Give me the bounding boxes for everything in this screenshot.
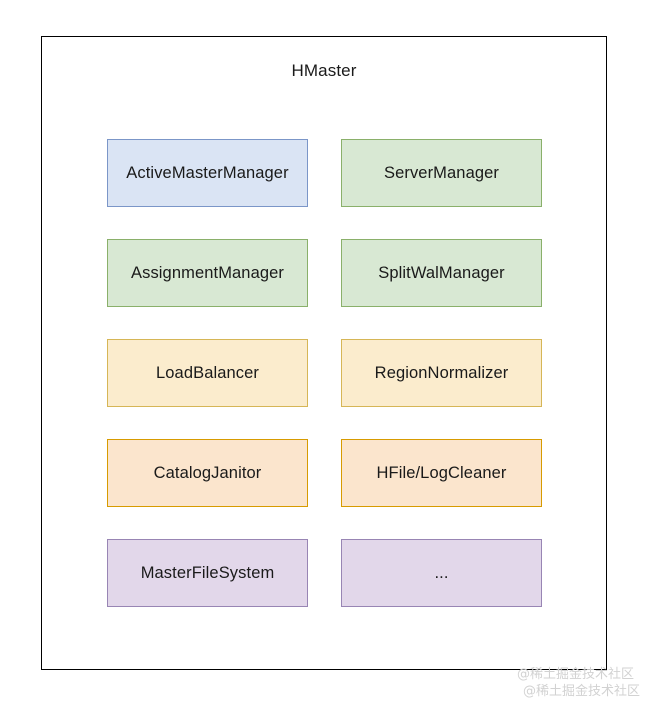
component-box[interactable]: CatalogJanitor [107,439,308,507]
component-label: HFile/LogCleaner [376,463,507,482]
component-box[interactable]: ActiveMasterManager [107,139,308,207]
component-box[interactable]: ServerManager [341,139,542,207]
component-box[interactable]: MasterFileSystem [107,539,308,607]
component-box[interactable]: SplitWalManager [341,239,542,307]
component-label: ServerManager [383,163,500,182]
component-label: RegionNormalizer [374,363,509,382]
component-label: LoadBalancer [155,363,260,382]
component-label: ... [434,563,449,582]
component-label: ActiveMasterManager [126,163,289,182]
watermark: @稀土掘金技术社区 @稀土掘金技术社区 [516,666,640,700]
watermark-line-2: @稀土掘金技术社区 [522,684,640,699]
component-box[interactable]: LoadBalancer [107,339,308,407]
component-label: CatalogJanitor [153,463,262,482]
component-box[interactable]: ... [341,539,542,607]
component-box[interactable]: HFile/LogCleaner [341,439,542,507]
watermark-line-1: @稀土掘金技术社区 [516,667,634,682]
hmaster-title: HMaster [291,61,357,80]
component-box[interactable]: AssignmentManager [107,239,308,307]
component-label: SplitWalManager [378,263,505,282]
hmaster-container: HMaster ActiveMasterManager ServerManager… [41,36,607,670]
component-box[interactable]: RegionNormalizer [341,339,542,407]
component-label: AssignmentManager [130,263,285,282]
component-label: MasterFileSystem [140,563,275,582]
